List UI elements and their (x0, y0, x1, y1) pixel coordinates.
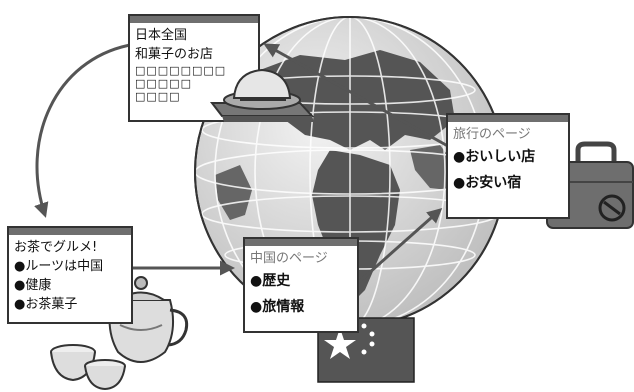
teacup-icon (50, 344, 126, 391)
wagashi-line: 日本全国 (135, 28, 188, 43)
tea-line: ●お茶菓子 (14, 297, 78, 312)
arrow-travel-to-wagashi (263, 43, 456, 152)
page-title-bar (130, 16, 258, 23)
wagashi-line: □□□□□□□□ (135, 64, 227, 77)
page-title-bar (245, 239, 357, 246)
arrow-wagashi-to-tea (34, 43, 131, 218)
wagashi-page: 日本全国 和菓子のお店 □□□□□□□□ □□□□□ □□□□ (128, 14, 260, 122)
travel-item: ●おいしい店 (453, 149, 536, 165)
wagashi-plate-icon (209, 68, 315, 122)
wagashi-line: □□□□□ (135, 77, 192, 90)
travel-page-title: 旅行のページ (453, 127, 531, 142)
tea-line: ●健康 (14, 278, 52, 293)
tea-line: お茶でグルメ! (14, 240, 98, 255)
page-title-bar (9, 228, 131, 235)
tea-page: お茶でグルメ! ●ルーツは中国 ●健康 ●お茶菓子 (7, 226, 133, 324)
page-title-bar (448, 115, 568, 122)
china-page: 中国のページ ●歴史 ●旅情報 (243, 237, 359, 333)
travel-item: ●お安い宿 (453, 175, 522, 191)
tea-line: ●ルーツは中国 (14, 259, 104, 274)
travel-page: 旅行のページ ●おいしい店 ●お安い宿 (446, 113, 570, 219)
china-item: ●歴史 (250, 273, 291, 289)
wagashi-line: □□□□ (135, 90, 181, 103)
china-item: ●旅情報 (250, 299, 305, 315)
wagashi-line: 和菓子のお店 (135, 47, 214, 62)
china-page-title: 中国のページ (250, 251, 328, 266)
